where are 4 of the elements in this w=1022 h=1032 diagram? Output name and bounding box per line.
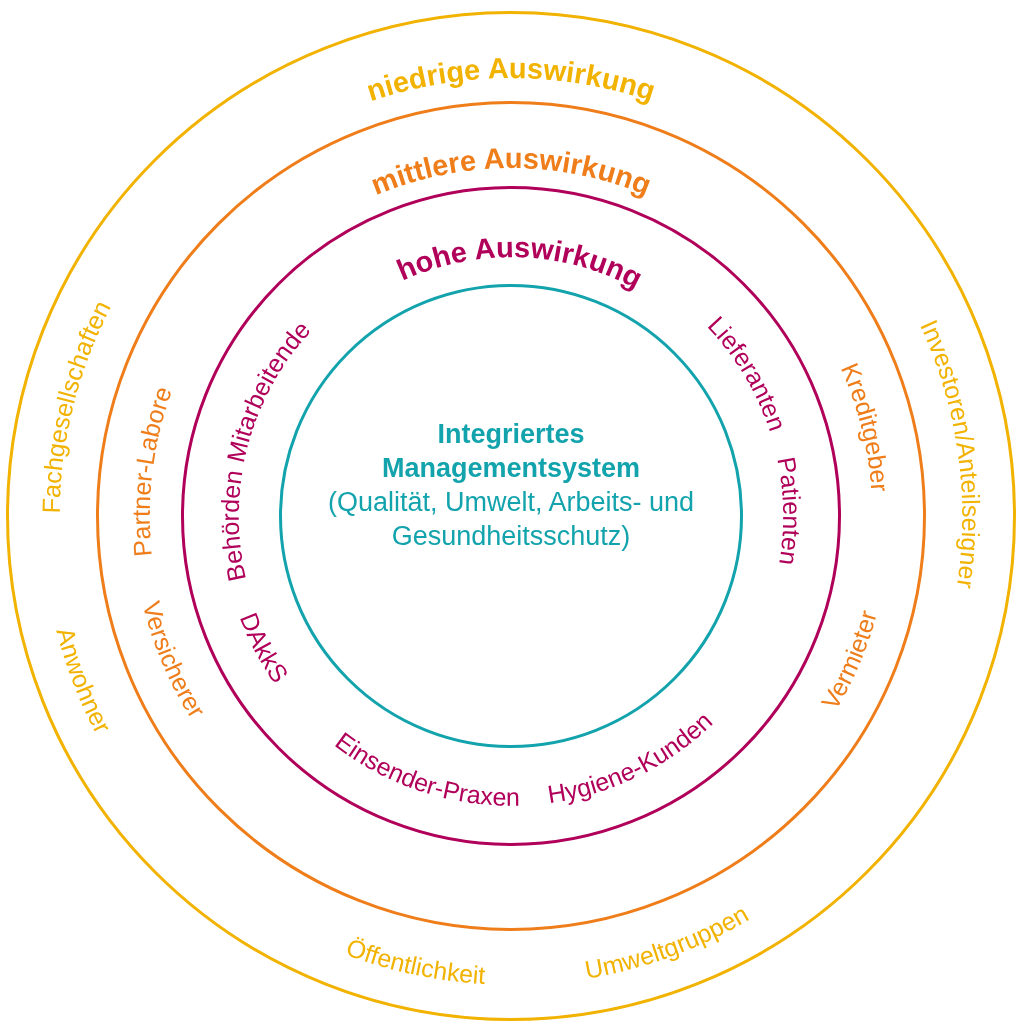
core-title: Integriertes Managementsystem	[380, 418, 642, 485]
core-description: (Qualität, Umwelt, Arbeits- und Gesundheitsschutz)	[326, 486, 696, 553]
impact-ring	[6, 11, 1016, 1021]
ring-heading: niedrige Auswirkung	[362, 52, 660, 107]
